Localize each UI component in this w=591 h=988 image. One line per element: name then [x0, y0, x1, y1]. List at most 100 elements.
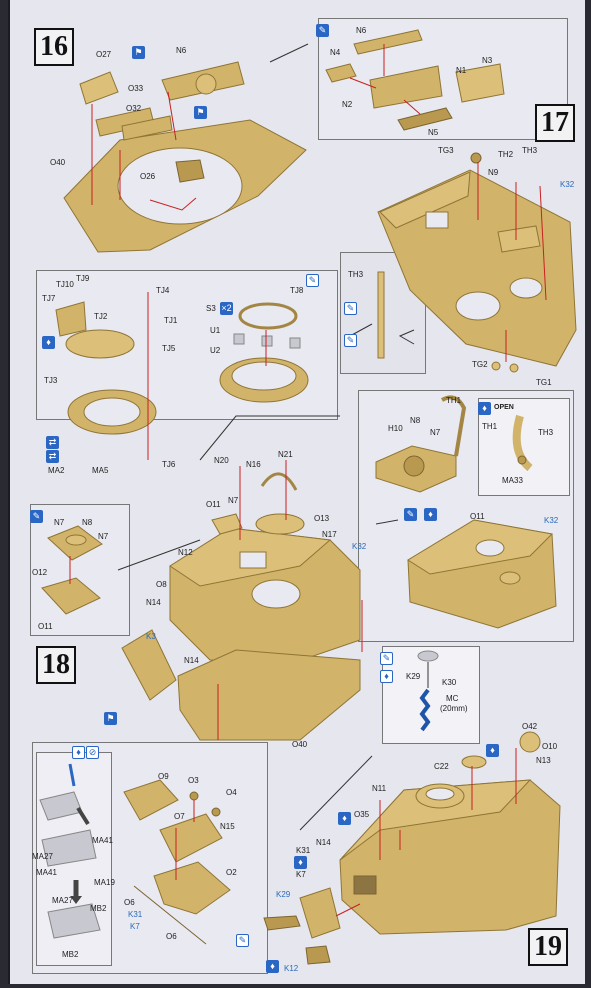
- part-label-U1: U1: [210, 326, 221, 335]
- glue-icon: ♦: [72, 746, 85, 759]
- part-label-TH1: TH1: [482, 422, 498, 431]
- part-label-N17: N17: [322, 530, 337, 539]
- part-label-MA27: MA27: [52, 896, 73, 905]
- step-18-number: 18: [36, 646, 76, 684]
- part-label-N20: N20: [214, 456, 229, 465]
- part-label-N14: N14: [146, 598, 161, 607]
- part-label-MA5: MA5: [92, 466, 109, 475]
- part-label-O12: O12: [32, 568, 48, 577]
- glue-icon: ♦: [424, 508, 437, 521]
- step-16-number: 16: [34, 28, 74, 66]
- part-label-MC-size: (20mm): [440, 704, 468, 713]
- part-label-O11: O11: [38, 622, 53, 631]
- chain-detail-panel: [382, 646, 480, 744]
- x2-icon: ×2: [220, 302, 233, 315]
- part-label-N7: N7: [430, 428, 441, 437]
- part-label-K31: K31: [128, 910, 143, 919]
- part-label-O10: O10: [542, 742, 558, 751]
- part-label-K7: K7: [296, 870, 306, 879]
- part-label-O26: O26: [140, 172, 156, 181]
- part-label-N14: N14: [316, 838, 331, 847]
- part-label-N2: N2: [342, 100, 353, 109]
- part-label-N15: N15: [220, 822, 235, 831]
- part-label-TJ1: TJ1: [164, 316, 178, 325]
- part-label-O40: O40: [292, 740, 308, 749]
- paint-icon: ✎: [344, 302, 357, 315]
- paint-icon: ✎: [404, 508, 417, 521]
- part-label-K30: K30: [442, 678, 457, 687]
- part-label-S3: S3: [206, 304, 216, 313]
- part-label-K29: K29: [406, 672, 421, 681]
- part-label-MA33: MA33: [502, 476, 523, 485]
- part-label-N9: N9: [488, 168, 499, 177]
- part-label-K7: K7: [130, 922, 140, 931]
- part-label-N7: N7: [98, 532, 109, 541]
- part-label-O32: O32: [126, 104, 142, 113]
- part-label-TJ6: TJ6: [162, 460, 176, 469]
- paint-icon: ✎: [316, 24, 329, 37]
- part-label-N21: N21: [278, 450, 293, 459]
- part-label-O42: O42: [522, 722, 538, 731]
- open-label: OPEN: [494, 404, 514, 411]
- cement-icon: ⚑: [104, 712, 117, 725]
- part-label-TH1: TH1: [446, 396, 462, 405]
- part-label-N16: N16: [246, 460, 261, 469]
- part-label-N6: N6: [176, 46, 187, 55]
- part-label-TJ4: TJ4: [156, 286, 170, 295]
- part-label-U2: U2: [210, 346, 221, 355]
- part-label-TH3: TH3: [522, 146, 538, 155]
- paint-icon: ✎: [380, 652, 393, 665]
- paint-icon: ✎: [30, 510, 43, 523]
- part-label-K32: K32: [352, 542, 367, 551]
- part-label-O9: O9: [158, 772, 169, 781]
- part-label-TJ10: TJ10: [56, 280, 74, 289]
- part-label-O7: O7: [174, 812, 185, 821]
- part-label-TG2: TG2: [472, 360, 488, 369]
- part-label-N12: N12: [178, 548, 193, 557]
- part-label-MC: MC: [446, 694, 459, 703]
- part-label-O11: O11: [470, 512, 485, 521]
- drill-icon: ⊘: [86, 746, 99, 759]
- part-label-O4: O4: [226, 788, 237, 797]
- part-label-N1: N1: [456, 66, 467, 75]
- part-label-O27: O27: [96, 50, 112, 59]
- cement-icon: ⚑: [194, 106, 207, 119]
- part-label-O35: O35: [354, 810, 370, 819]
- part-label-N8: N8: [82, 518, 93, 527]
- part-label-O6: O6: [124, 898, 135, 907]
- part-label-O13: O13: [314, 514, 330, 523]
- part-label-TJ2: TJ2: [94, 312, 108, 321]
- part-label-K3: K3: [146, 632, 156, 641]
- part-label-TJ5: TJ5: [162, 344, 176, 353]
- alt-icon: ⇄: [46, 450, 59, 463]
- step-16-subpanel: [318, 18, 568, 140]
- part-label-TH3: TH3: [348, 270, 364, 279]
- paint-icon: ✎: [306, 274, 319, 287]
- glue-icon: ♦: [294, 856, 307, 869]
- part-label-TJ8: TJ8: [290, 286, 304, 295]
- cement-icon: ⚑: [132, 46, 145, 59]
- part-label-K12: K12: [284, 964, 299, 973]
- part-label-MA41: MA41: [92, 836, 113, 845]
- part-label-O8: O8: [156, 580, 167, 589]
- glue-icon: ♦: [486, 744, 499, 757]
- part-label-N5: N5: [428, 128, 439, 137]
- part-label-MA2: MA2: [48, 466, 65, 475]
- part-label-N8: N8: [410, 416, 421, 425]
- part-label-C22: C22: [434, 762, 449, 771]
- step-19-number: 19: [528, 928, 568, 966]
- glue-icon: ♦: [478, 402, 491, 415]
- part-label-TG3: TG3: [438, 146, 454, 155]
- part-label-TJ7: TJ7: [42, 294, 56, 303]
- part-label-O11: O11: [206, 500, 221, 509]
- glue-icon: ♦: [266, 960, 279, 973]
- part-label-MA41: MA41: [36, 868, 57, 877]
- part-label-MA27: MA27: [32, 852, 53, 861]
- part-label-TJ9: TJ9: [76, 274, 90, 283]
- part-label-O40: O40: [50, 158, 66, 167]
- glue-icon: ♦: [42, 336, 55, 349]
- part-label-MB2: MB2: [90, 904, 107, 913]
- part-label-O3: O3: [188, 776, 199, 785]
- part-label-TH2: TH2: [498, 150, 514, 159]
- part-label-K29: K29: [276, 890, 291, 899]
